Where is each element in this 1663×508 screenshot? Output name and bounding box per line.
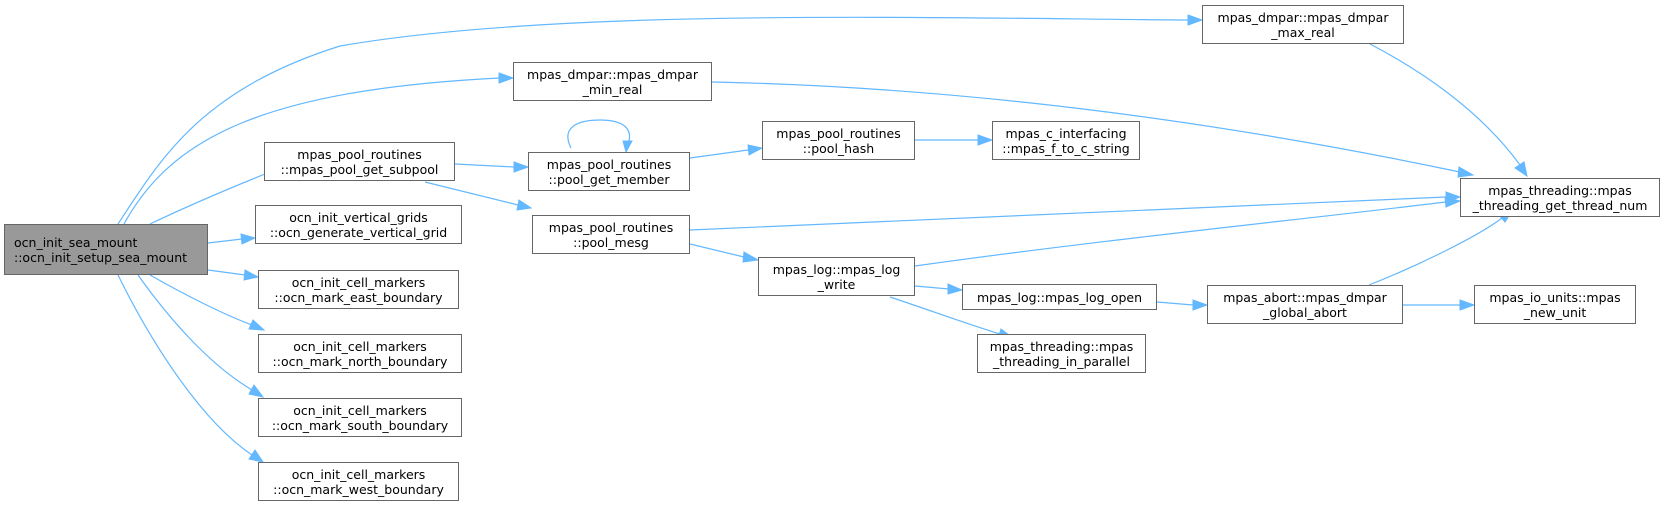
node-label-line: ::ocn_mark_east_boundary — [274, 289, 443, 305]
node-label-line: mpas_dmpar::mpas_dmpar — [1217, 9, 1389, 25]
node-mpas-log-write[interactable]: mpas_log::mpas_log _write — [758, 257, 915, 296]
node-label-line: mpas_threading::mpas — [989, 338, 1134, 354]
node-label-line: _max_real — [1271, 24, 1335, 40]
node-label-line: mpas_io_units::mpas — [1489, 289, 1621, 305]
node-label-line: mpas_dmpar::mpas_dmpar — [527, 66, 698, 82]
node-mpas-pool-get-subpool[interactable]: mpas_pool_routines ::mpas_pool_get_subpo… — [264, 142, 455, 181]
node-label-line: mpas_pool_routines — [548, 219, 674, 235]
node-label-line: ocn_init_vertical_grids — [289, 209, 428, 225]
edge-pool-mesg-to-log-write — [689, 243, 760, 263]
node-threading-in-parallel[interactable]: mpas_threading::mpas _threading_in_paral… — [977, 334, 1146, 373]
node-pool-hash[interactable]: mpas_pool_routines ::pool_hash — [762, 121, 915, 160]
node-pool-mesg[interactable]: mpas_pool_routines ::pool_mesg — [532, 215, 690, 254]
edge-get-member-self-loop — [567, 119, 633, 154]
edge-root-to-east-boundary — [207, 269, 260, 281]
edge-log-write-to-thread-num — [914, 196, 1462, 267]
node-ocn-mark-east-boundary[interactable]: ocn_init_cell_markers ::ocn_mark_east_bo… — [258, 270, 459, 309]
edge-global-abort-to-new-unit — [1403, 299, 1476, 311]
node-mpas-log-open[interactable]: mpas_log::mpas_log_open — [962, 284, 1157, 310]
node-label-line: ::pool_hash — [802, 140, 875, 156]
node-label-line: ::mpas_f_to_c_string — [1002, 140, 1130, 156]
node-label-line: mpas_pool_routines — [297, 146, 422, 162]
edge-root-to-vertical-grid — [207, 233, 257, 245]
node-label-line: _new_unit — [1523, 304, 1587, 320]
node-label-line: ::pool_get_member — [548, 171, 670, 187]
node-label-line: mpas_threading::mpas — [1488, 182, 1632, 198]
edge-root-to-south-boundary — [137, 274, 265, 398]
node-mpas-dmpar-max-real[interactable]: mpas_dmpar::mpas_dmpar _max_real — [1202, 5, 1404, 44]
node-label-line: ::ocn_init_setup_sea_mount — [14, 249, 188, 265]
edge-log-open-to-global-abort — [1156, 299, 1209, 311]
edge-pool-hash-to-f-to-c-string — [915, 134, 994, 146]
edge-get-member-to-pool-hash — [689, 144, 764, 159]
node-mpas-dmpar-min-real[interactable]: mpas_dmpar::mpas_dmpar _min_real — [513, 62, 712, 101]
node-mpas-dmpar-global-abort[interactable]: mpas_abort::mpas_dmpar _global_abort — [1207, 285, 1403, 324]
node-label-line: _write — [817, 276, 856, 292]
node-label-line: mpas_c_interfacing — [1005, 125, 1127, 141]
node-label-line: ::ocn_mark_south_boundary — [271, 417, 449, 433]
edge-root-to-west-boundary — [117, 274, 265, 463]
node-ocn-mark-north-boundary[interactable]: ocn_init_cell_markers ::ocn_mark_north_b… — [258, 334, 462, 373]
node-label-line: mpas_pool_routines — [546, 156, 672, 172]
edge-max-real-to-thread-num — [1369, 43, 1528, 178]
node-label-line: ::ocn_mark_west_boundary — [273, 481, 444, 497]
node-ocn-mark-south-boundary[interactable]: ocn_init_cell_markers ::ocn_mark_south_b… — [258, 398, 462, 437]
node-label-line: mpas_pool_routines — [776, 125, 901, 141]
edge-pool-mesg-to-thread-num — [689, 191, 1462, 231]
node-mpas-f-to-c-string[interactable]: mpas_c_interfacing ::mpas_f_to_c_string — [992, 121, 1140, 160]
node-label-line: _global_abort — [1263, 304, 1347, 320]
node-label-line: ::mpas_pool_get_subpool — [280, 161, 439, 177]
node-label-line: ocn_init_cell_markers — [293, 402, 427, 418]
edge-log-write-to-log-open — [914, 283, 964, 295]
edge-subpool-to-get-member — [454, 161, 530, 173]
edge-root-to-max-real — [117, 14, 1204, 225]
node-ocn-init-setup-sea-mount[interactable]: ocn_init_sea_mount ::ocn_init_setup_sea_… — [4, 224, 208, 275]
node-ocn-generate-vertical-grid[interactable]: ocn_init_vertical_grids ::ocn_generate_v… — [255, 205, 462, 244]
node-label-line: ::ocn_mark_north_boundary — [272, 353, 448, 369]
node-label-line: ::pool_mesg — [573, 234, 649, 250]
node-threading-get-thread-num[interactable]: mpas_threading::mpas _threading_get_thre… — [1460, 178, 1660, 217]
node-ocn-mark-west-boundary[interactable]: ocn_init_cell_markers ::ocn_mark_west_bo… — [258, 462, 459, 501]
node-pool-get-member[interactable]: mpas_pool_routines ::pool_get_member — [528, 152, 690, 191]
node-mpas-new-unit[interactable]: mpas_io_units::mpas _new_unit — [1474, 285, 1636, 324]
edge-min-real-to-thread-num — [711, 81, 1475, 178]
node-label-line: mpas_log::mpas_log_open — [976, 289, 1143, 305]
edge-root-to-min-real — [123, 72, 515, 225]
node-label-line: ocn_init_cell_markers — [291, 466, 426, 482]
node-label-line: _threading_get_thread_num — [1472, 197, 1648, 213]
node-label-line: ocn_init_cell_markers — [293, 338, 427, 354]
edge-root-to-north-boundary — [149, 274, 266, 331]
node-label-line: mpas_abort::mpas_dmpar — [1223, 289, 1387, 305]
node-label-line: ocn_init_cell_markers — [291, 274, 426, 290]
edge-global-abort-to-thread-num — [1368, 210, 1514, 286]
node-label-line: ::ocn_generate_vertical_grid — [269, 224, 448, 240]
node-label-line: ocn_init_sea_mount — [14, 234, 138, 250]
node-label-line: _threading_in_parallel — [993, 353, 1130, 369]
edge-subpool-to-pool-mesg — [424, 181, 533, 211]
node-label-line: _min_real — [582, 81, 643, 97]
node-label-line: mpas_log::mpas_log — [772, 261, 901, 277]
